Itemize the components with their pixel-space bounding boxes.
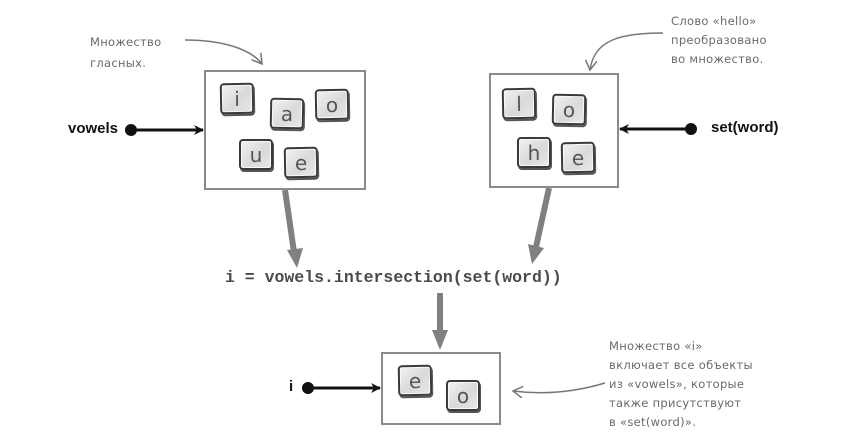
word-set-label: set(word) — [711, 119, 779, 136]
set-element-tile: l — [501, 87, 537, 120]
vowels-annotation: Множество гласных. — [90, 32, 161, 74]
word-note-arrow — [590, 32, 664, 70]
annotation-line: в «set(word)». — [609, 415, 697, 429]
set-element-tile: e — [397, 364, 433, 397]
set-element-tile: u — [239, 139, 273, 170]
set-element-tile: h — [517, 137, 551, 168]
result-note-arrow — [513, 382, 606, 393]
set-element-tile: o — [314, 88, 350, 121]
flow-arrow-word-to-code — [528, 187, 552, 264]
annotation-line: также присутствуют — [609, 396, 742, 410]
set-element-tile: e — [283, 146, 319, 179]
annotation-line: преобразовано — [671, 33, 767, 47]
annotation-line: Множество — [90, 35, 162, 49]
flow-arrow-code-to-result — [432, 293, 448, 350]
vowels-pointer-arrow — [125, 124, 204, 136]
vowels-set-box: i a o u e — [204, 70, 366, 190]
set-element-tile: a — [269, 97, 305, 130]
result-label: i — [289, 378, 294, 395]
set-element-tile: i — [219, 82, 255, 115]
word-set-pointer-arrow — [619, 123, 697, 135]
flow-arrow-vowels-to-code — [282, 189, 303, 268]
set-element-tile: o — [446, 380, 480, 411]
annotation-line: из «vowels», которые — [609, 377, 745, 391]
vowels-note-arrow — [184, 39, 262, 64]
result-pointer-arrow — [302, 382, 381, 394]
annotation-line: во множество. — [671, 52, 764, 66]
word-annotation: Слово «hello» преобразовано во множество… — [671, 12, 767, 69]
intersection-code: i = vowels.intersection(set(word)) — [225, 268, 562, 287]
annotation-line: включает все объекты — [609, 358, 753, 372]
set-element-tile: o — [551, 93, 587, 126]
annotation-line: Слово «hello» — [671, 14, 757, 28]
set-element-tile: e — [560, 141, 596, 174]
annotation-line: гласных. — [90, 56, 147, 70]
annotation-line: Множество «i» — [609, 339, 703, 353]
vowels-label: vowels — [68, 120, 119, 137]
word-set-box: l o h e — [489, 73, 619, 188]
result-set-box: e o — [381, 352, 501, 425]
result-annotation: Множество «i» включает все объекты из «v… — [609, 337, 753, 432]
